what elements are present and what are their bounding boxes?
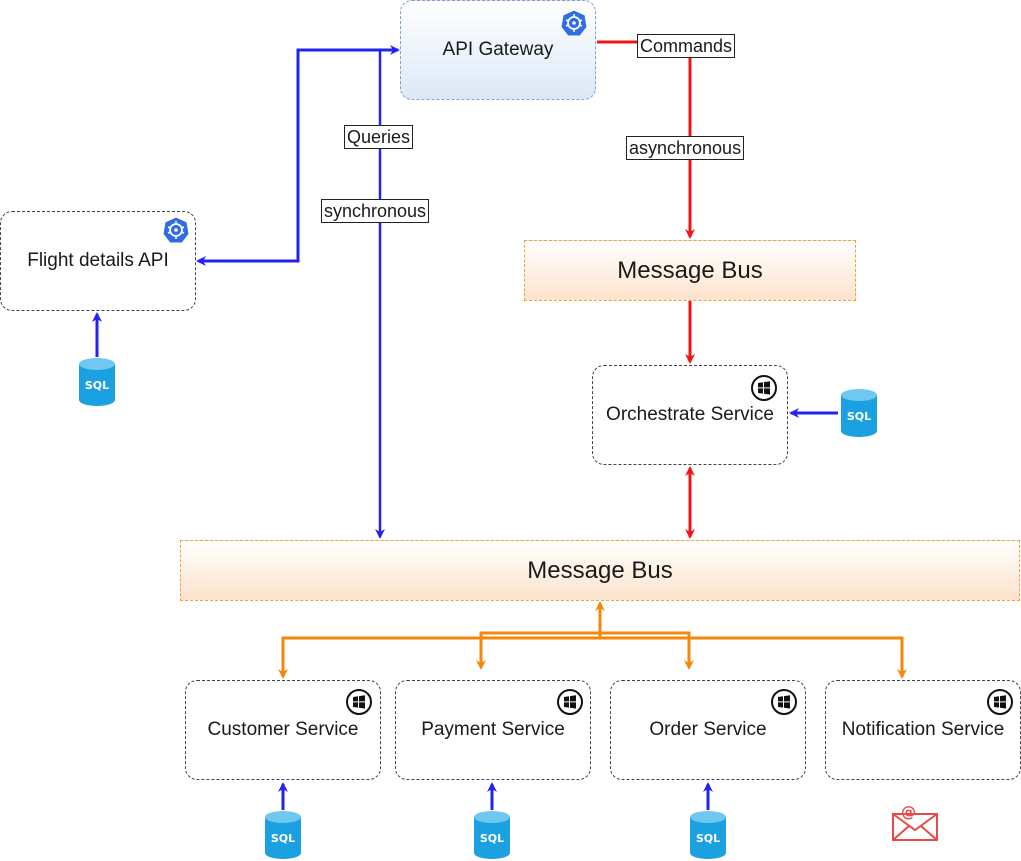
windows-icon bbox=[987, 689, 1013, 715]
notification-service-label: Notification Service bbox=[841, 719, 1005, 740]
flight-details-api-node[interactable]: Flight details API bbox=[0, 211, 196, 311]
edge-label-asynchronous: asynchronous bbox=[626, 136, 745, 160]
message-bus-top-label: Message Bus bbox=[617, 256, 763, 284]
sql-label: SQL bbox=[480, 832, 504, 845]
edge-bus-order bbox=[600, 631, 694, 670]
payment-service-label: Payment Service bbox=[421, 719, 565, 740]
sql-label: SQL bbox=[696, 832, 720, 845]
windows-icon bbox=[557, 689, 583, 715]
edge-label-commands: Commands bbox=[637, 34, 736, 58]
edge-bus-notification bbox=[600, 636, 907, 679]
kubernetes-icon bbox=[560, 9, 588, 37]
edge-label-synchronous: synchronous bbox=[321, 199, 430, 223]
windows-icon bbox=[751, 375, 777, 401]
email-icon: @ bbox=[892, 803, 938, 841]
orchestrate-service-label: Orchestrate Service bbox=[606, 404, 774, 425]
message-bus-bottom-label: Message Bus bbox=[527, 556, 673, 584]
edge-bus-customer bbox=[278, 636, 600, 679]
sql-label: SQL bbox=[271, 832, 295, 845]
order-service-label: Order Service bbox=[649, 719, 767, 740]
sql-label: SQL bbox=[847, 410, 871, 423]
email-at-label: @ bbox=[901, 803, 916, 821]
sql-database-icon: SQL bbox=[841, 389, 877, 437]
sql-database-icon: SQL bbox=[79, 358, 115, 406]
customer-service-label: Customer Service bbox=[207, 719, 359, 740]
edge-label-queries: Queries bbox=[344, 125, 414, 149]
edge-bus-payment bbox=[476, 631, 600, 670]
sql-database-icon: SQL bbox=[265, 811, 301, 859]
edge-gateway-flight-details bbox=[196, 48, 393, 266]
message-bus-bottom[interactable]: Message Bus bbox=[180, 540, 1020, 601]
sql-database-icon: SQL bbox=[690, 811, 726, 859]
kubernetes-icon bbox=[162, 216, 190, 244]
windows-icon bbox=[346, 689, 372, 715]
sql-label: SQL bbox=[85, 379, 109, 392]
message-bus-top[interactable]: Message Bus bbox=[524, 240, 856, 301]
windows-icon bbox=[771, 689, 797, 715]
sql-database-icon: SQL bbox=[474, 811, 510, 859]
api-gateway-label: API Gateway bbox=[442, 39, 554, 60]
flight-details-api-label: Flight details API bbox=[27, 250, 169, 271]
